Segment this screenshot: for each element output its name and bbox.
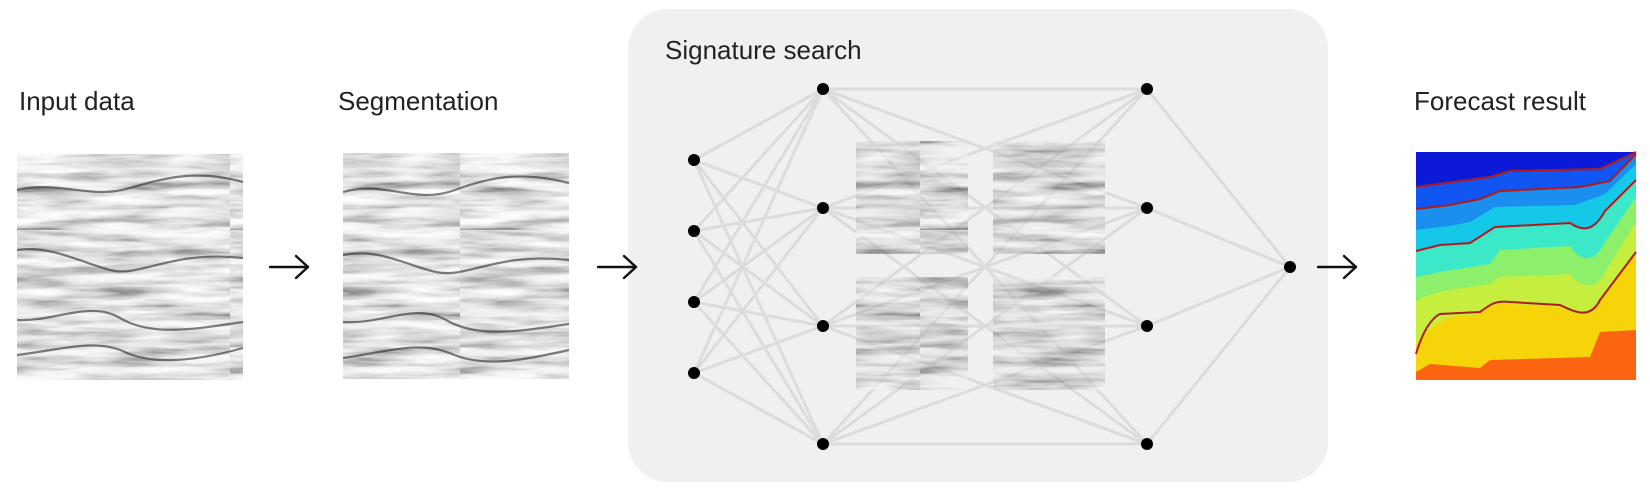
- network-node-icon: [688, 225, 700, 237]
- patch-image-top-left: [856, 141, 968, 254]
- patch-image-bottom-right: [993, 277, 1105, 390]
- forecast-result-title: Forecast result: [1414, 86, 1587, 116]
- network-edge: [693, 371, 824, 446]
- network-edge: [692, 207, 825, 374]
- network-node-icon: [1141, 83, 1153, 95]
- network-node-icon: [688, 154, 700, 166]
- network-node-icon: [817, 438, 829, 450]
- network-node-icon: [1141, 202, 1153, 214]
- network-node-icon: [817, 83, 829, 95]
- input-data-image: [16, 154, 244, 380]
- network-node-icon: [1141, 320, 1153, 332]
- network-edge: [693, 229, 824, 328]
- network-node-icon: [817, 320, 829, 332]
- network-node-icon: [688, 296, 700, 308]
- network-edge: [692, 88, 825, 303]
- signature-search-title: Signature search: [665, 35, 862, 65]
- network-edge: [1146, 206, 1291, 269]
- network-edge: [1145, 88, 1292, 268]
- network-node-icon: [817, 202, 829, 214]
- segmentation-title: Segmentation: [338, 86, 498, 116]
- network-edge: [693, 206, 824, 233]
- signature-search-panel: [628, 9, 1328, 482]
- network-nodes: [688, 83, 1296, 450]
- input-data-title: Input data: [19, 86, 135, 116]
- network-edge: [692, 159, 825, 327]
- arrow-right-icon: [1316, 254, 1358, 280]
- network-edge: [692, 88, 825, 374]
- network-edge: [693, 300, 824, 328]
- segmentation-image: [342, 153, 570, 379]
- network-edge: [693, 87, 824, 162]
- network-edge: [692, 87, 825, 233]
- horizon-lines: [1415, 151, 1637, 355]
- network-edge: [1145, 266, 1292, 445]
- network-edge: [1146, 265, 1291, 328]
- patch-image-top-right: [993, 141, 1105, 254]
- network-node-icon: [1284, 261, 1296, 273]
- network-edge: [693, 158, 824, 210]
- network-node-icon: [1141, 438, 1153, 450]
- network-edge: [693, 324, 824, 375]
- network-node-icon: [688, 367, 700, 379]
- patch-image-bottom-left: [856, 277, 968, 390]
- forecast-result-image: [1415, 151, 1637, 380]
- arrow-right-icon: [596, 254, 638, 280]
- network-edge: [693, 206, 824, 304]
- signature-patches: [856, 141, 1105, 390]
- arrow-right-icon: [268, 254, 310, 280]
